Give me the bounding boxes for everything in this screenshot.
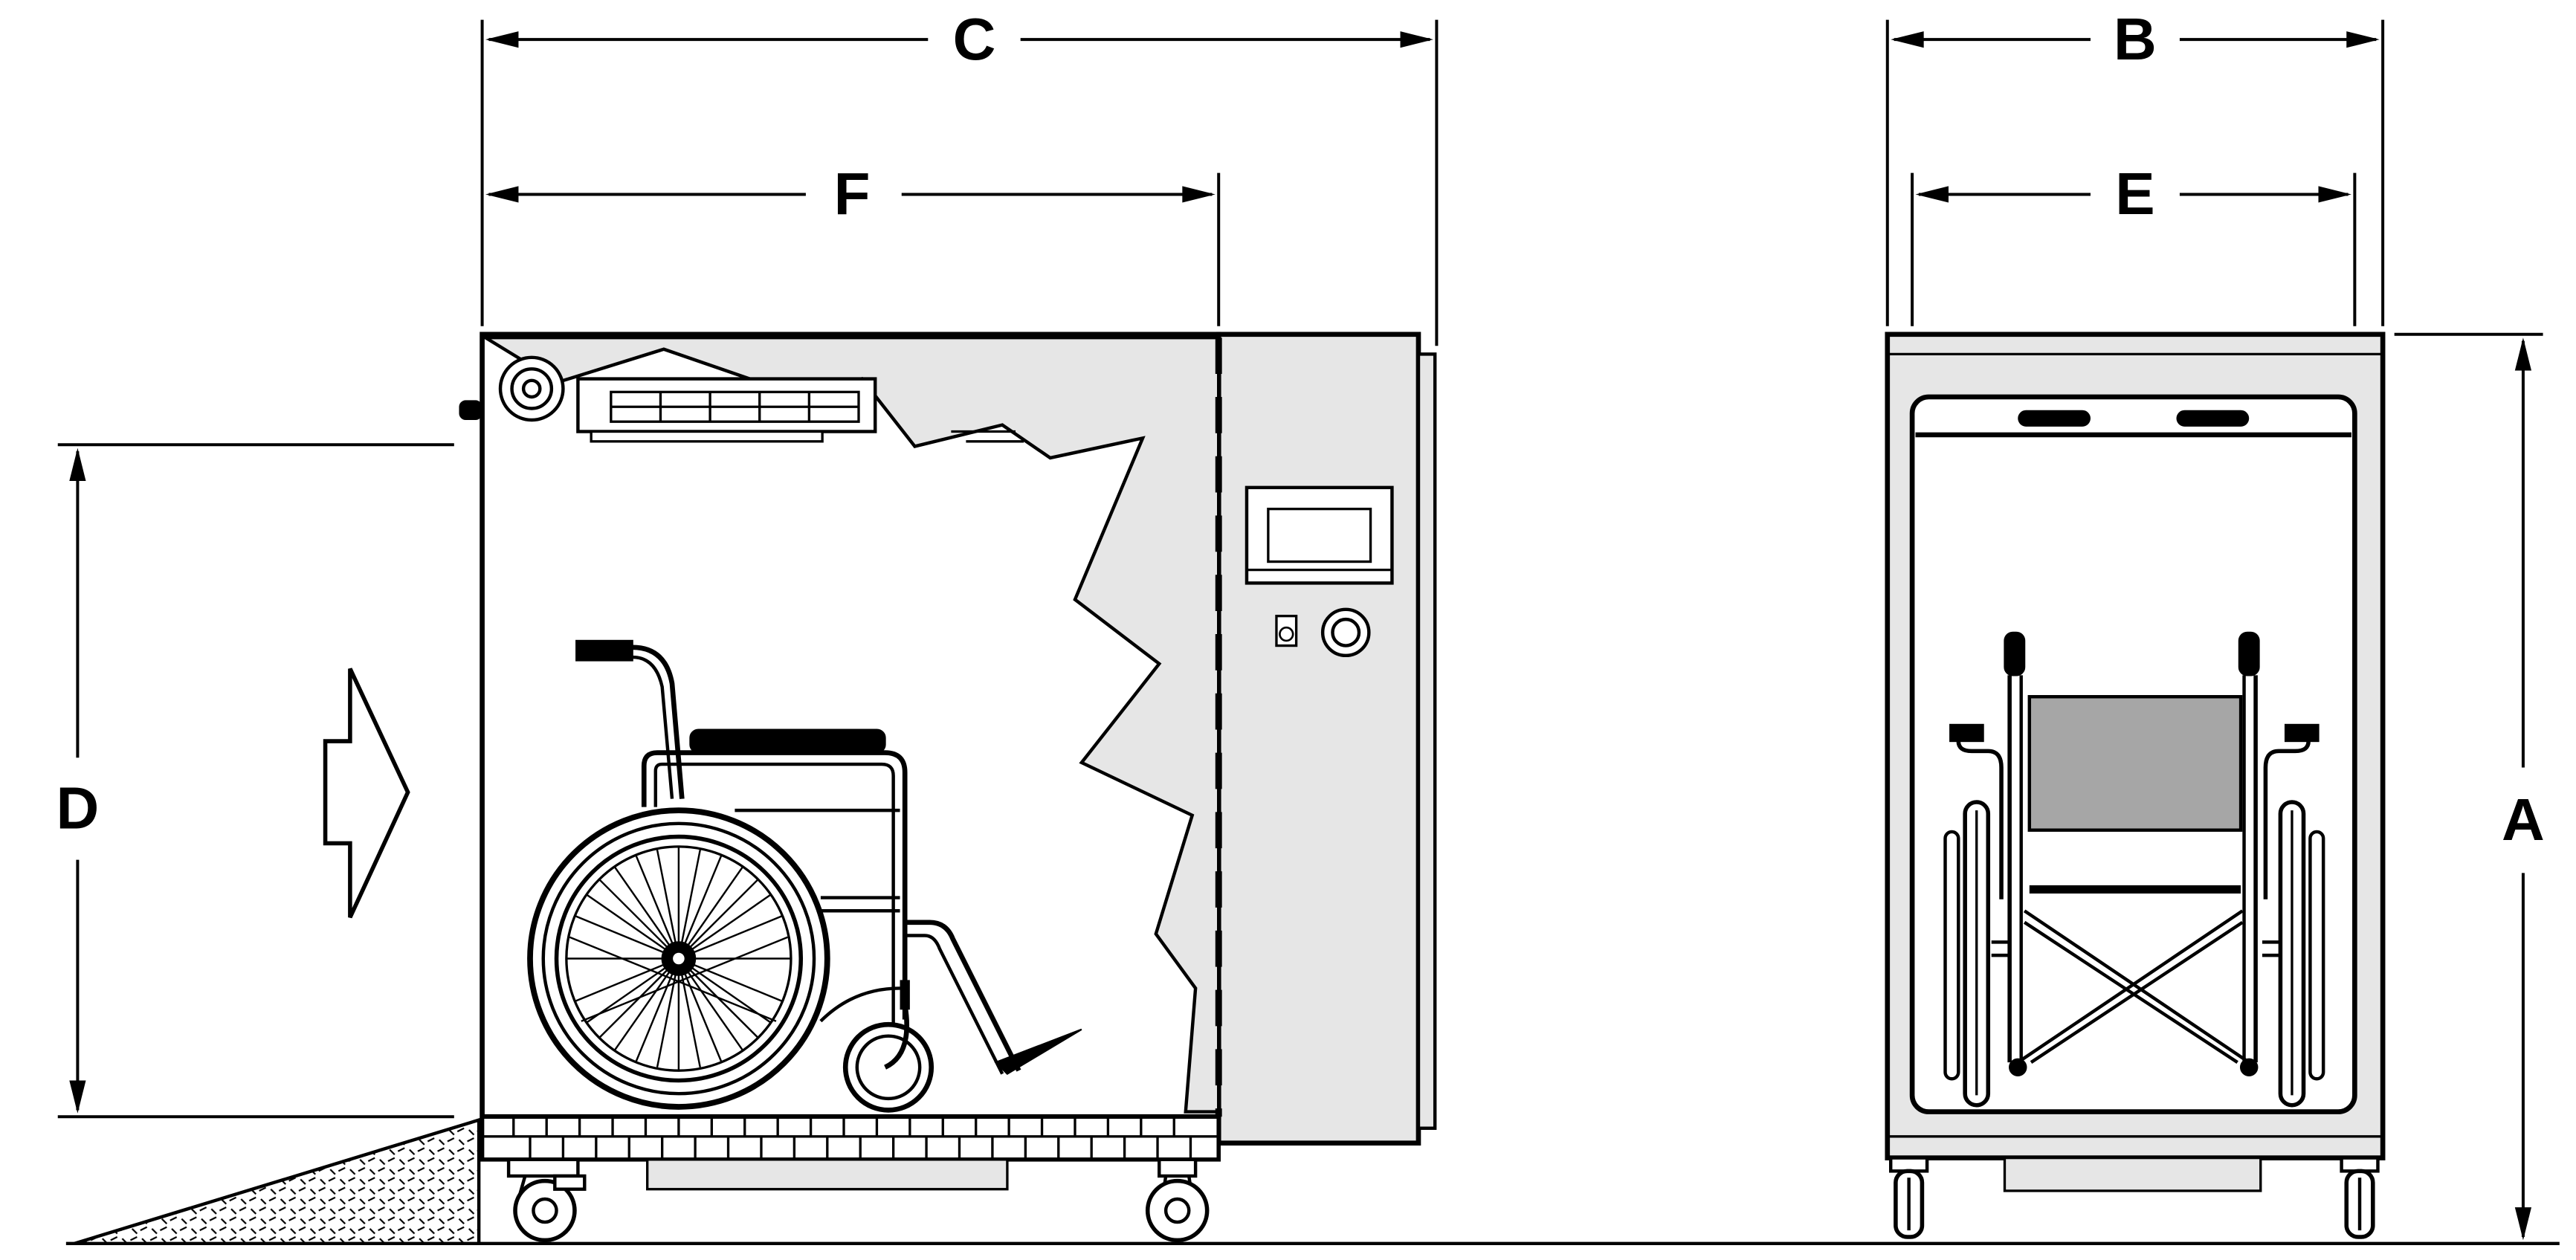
side-view: [74, 332, 1437, 1246]
control-panel-housing: [1216, 332, 1421, 1146]
dimension-label-a: A: [2502, 786, 2545, 853]
seat-back: [2027, 695, 2243, 832]
front-caster-right: [2340, 1156, 2380, 1239]
front-base-skirt: [2003, 1156, 2262, 1192]
dimension-label-b: B: [2114, 6, 2157, 72]
display-screen: [1267, 507, 1372, 563]
dimension-lines: [57, 19, 2543, 1241]
dimension-label-d: D: [57, 775, 100, 841]
base-grating: [480, 1114, 1221, 1162]
caster-wheel-left: [506, 1157, 587, 1243]
dimension-label-c: C: [953, 6, 996, 72]
caster-wheel-right: [1145, 1157, 1210, 1243]
arrow-right-icon: [323, 668, 410, 919]
base-skirt: [646, 1158, 1009, 1191]
light-right: [2176, 410, 2250, 427]
door-handle: [459, 400, 482, 420]
top-mechanism: [498, 355, 1024, 443]
wheelchair-front: [1943, 631, 2325, 1108]
side-rail: [1416, 352, 1437, 1130]
front-view: [1885, 332, 2386, 1239]
dimension-label-f: F: [834, 161, 871, 227]
dimension-label-e: E: [2115, 161, 2154, 227]
light-left: [2018, 410, 2091, 427]
front-caster-left: [1889, 1156, 1929, 1239]
wheelchair-side: [527, 639, 1082, 1113]
ramp-icon: [74, 1117, 481, 1246]
